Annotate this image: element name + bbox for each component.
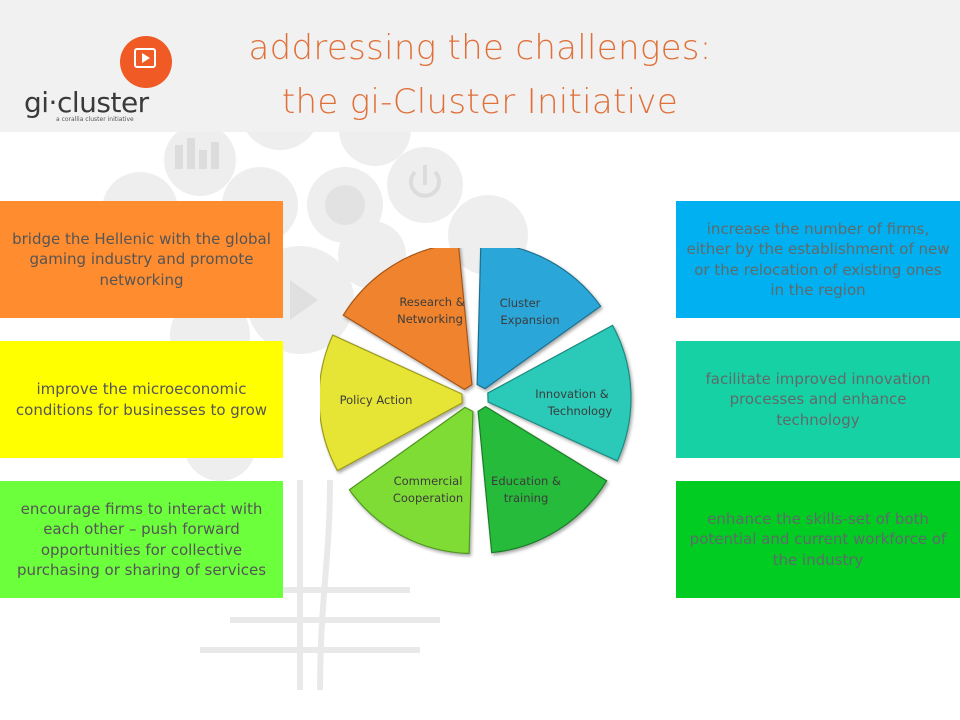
- logo-tagline: a corallia cluster initiative: [56, 116, 134, 123]
- page-title-line2: the gi-Cluster Initiative: [281, 82, 679, 122]
- page-title-line1: addressing the challenges:: [248, 28, 712, 68]
- segment-commercial-cooperation: [348, 406, 474, 555]
- logo-name: gi·cluster: [24, 86, 149, 119]
- play-icon: [134, 48, 156, 68]
- segment-innovation-technology: [487, 324, 632, 462]
- objective-text: encourage firms to interact with each ot…: [16, 500, 267, 579]
- objective-text: enhance the skills-set of both potential…: [689, 510, 947, 569]
- objective-text: increase the number of firms, either by …: [686, 220, 950, 299]
- segment-label-line1: Cluster: [500, 296, 541, 310]
- objective-text: facilitate improved innovation processes…: [705, 370, 931, 429]
- segment-label-line1: Policy Action: [340, 393, 413, 407]
- objective-box-education: enhance the skills-set of both potential…: [676, 481, 960, 598]
- segment-cluster-expansion: [476, 248, 602, 390]
- segment-label-line1: Commercial: [394, 474, 463, 488]
- segment-label-line2: training: [504, 491, 549, 505]
- gi-cluster-logo: gi·cluster a corallia cluster initiative: [20, 28, 172, 128]
- objective-box-innovation: facilitate improved innovation processes…: [676, 341, 960, 458]
- objective-box-networking: bridge the Hellenic with the global gami…: [0, 201, 283, 318]
- segment-policy-action: [320, 334, 463, 472]
- segment-label-line2: Technology: [547, 404, 613, 418]
- segment-label-line2: Cooperation: [393, 491, 463, 505]
- objective-text: bridge the Hellenic with the global gami…: [12, 230, 271, 289]
- objective-box-microeconomic: improve the microeconomic conditions for…: [0, 341, 283, 458]
- segment-label-line1: Education &: [491, 474, 561, 488]
- objective-box-cooperation: encourage firms to interact with each ot…: [0, 481, 283, 598]
- segment-label-line1: Innovation &: [535, 387, 609, 401]
- segment-research-networking: [342, 248, 473, 391]
- header-bar: gi·cluster a corallia cluster initiative…: [0, 0, 960, 132]
- initiative-wheel-diagram: Cluster Expansion Innovation & Technolog…: [320, 248, 632, 555]
- objective-box-cluster-expansion: increase the number of firms, either by …: [676, 201, 960, 318]
- segment-label-line2: Expansion: [500, 313, 559, 327]
- segment-label-line1: Research &: [399, 295, 464, 309]
- objective-text: improve the microeconomic conditions for…: [15, 380, 268, 419]
- segment-education-training: [477, 405, 608, 554]
- segment-label-line2: Networking: [397, 312, 463, 326]
